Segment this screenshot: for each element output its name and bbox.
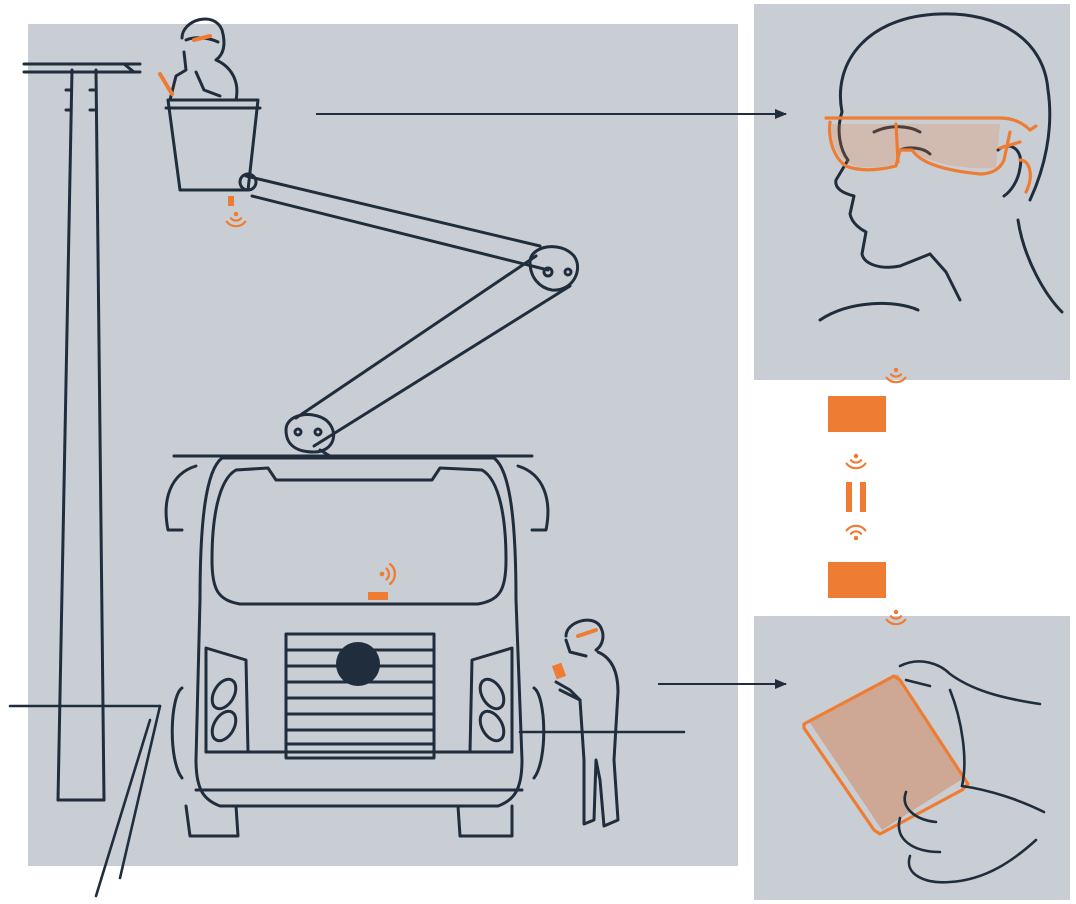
truck-logo xyxy=(336,642,380,686)
relay-box-top xyxy=(828,396,886,432)
equals-bar-left xyxy=(846,482,852,512)
relay-box-bottom xyxy=(828,562,886,598)
headset-panel xyxy=(754,4,1070,380)
truck-sensor xyxy=(368,592,388,600)
bucket-sensor xyxy=(228,196,234,206)
main-scene-panel xyxy=(28,24,738,866)
wireless-signal-icon xyxy=(847,454,866,468)
equals-bar-right xyxy=(860,482,866,512)
wireless-signal-icon xyxy=(847,526,866,540)
